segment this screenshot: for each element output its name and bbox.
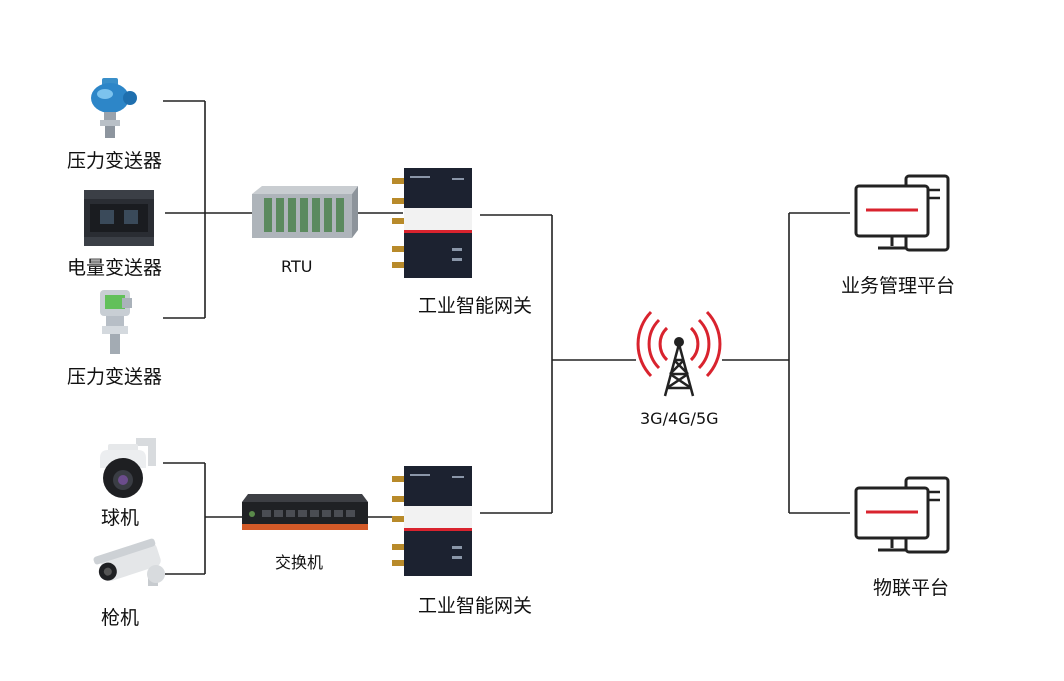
gateway-icon <box>392 168 472 278</box>
power-transmitter-label: 电量变送器 <box>67 257 163 279</box>
pressure-transmitter-icon <box>91 78 137 138</box>
connector-lines <box>163 100 850 575</box>
rtu-rack-icon <box>252 186 358 238</box>
power-meter-icon <box>84 190 154 246</box>
business-platform-label: 业务管理平台 <box>841 275 956 297</box>
switch-icon <box>242 494 368 530</box>
rtu-label: RTU <box>281 257 313 276</box>
iot-platform-label: 物联平台 <box>873 577 950 599</box>
bullet-camera-icon <box>93 538 165 586</box>
gateway-1-label: 工业智能网关 <box>418 295 533 317</box>
computer-icon <box>854 174 950 252</box>
switch-label: 交换机 <box>275 553 324 572</box>
gateway-icon <box>392 466 472 576</box>
computer-icon <box>854 476 950 554</box>
gateway-2-label: 工业智能网关 <box>418 595 533 617</box>
dome-camera-icon <box>100 438 156 498</box>
pressure-transmitter-icon <box>100 290 132 354</box>
bullet-camera-label: 枪机 <box>101 607 140 629</box>
pressure-transmitter-1-label: 压力变送器 <box>67 150 163 172</box>
pressure-transmitter-2-label: 压力变送器 <box>67 366 163 388</box>
network-label: 3G/4G/5G <box>640 409 719 428</box>
dome-camera-label: 球机 <box>101 507 140 529</box>
cell-tower-icon <box>636 310 722 397</box>
